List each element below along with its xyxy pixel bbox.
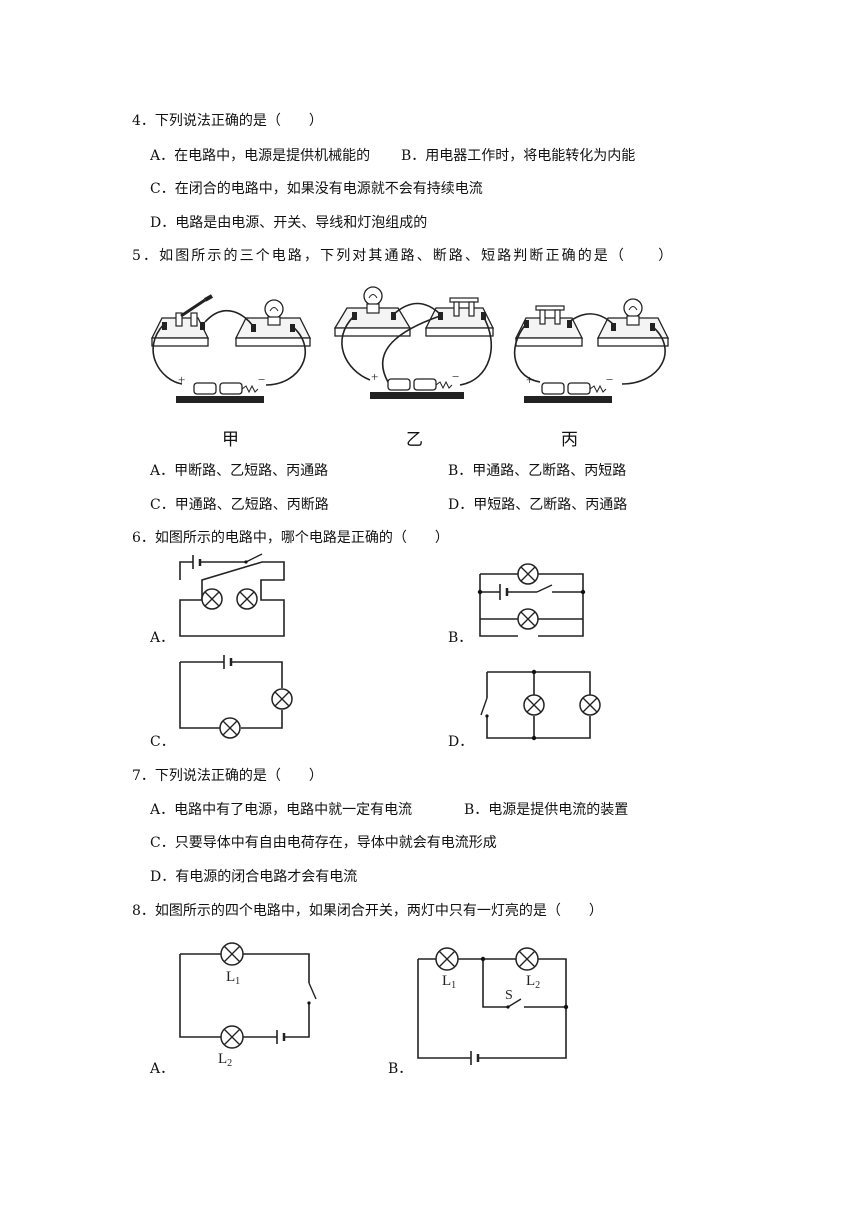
q5-option-b: B．甲通路、乙断路、丙短路 bbox=[448, 463, 627, 479]
q4-stem: 4．下列说法正确的是（ ） bbox=[132, 113, 323, 129]
q4-option-c: C．在闭合的电路中，如果没有电源就不会有持续电流 bbox=[150, 181, 483, 197]
q6-circuit-b bbox=[477, 563, 586, 637]
svg-text:+: + bbox=[178, 372, 185, 387]
svg-text:L1: L1 bbox=[442, 973, 456, 991]
q5-caption-bing: 丙 bbox=[561, 430, 578, 450]
q6-label-d: D． bbox=[448, 734, 474, 750]
q7-option-b: B．电源是提供电流的装置 bbox=[464, 802, 629, 818]
q6-circuit-c bbox=[179, 655, 293, 739]
q8b-switch-label: S bbox=[505, 988, 513, 1003]
q5-circuit-jia: + − bbox=[150, 294, 312, 403]
q8a-lamp1-sub: 1 bbox=[235, 976, 240, 987]
q8b-lamp1-sub: 1 bbox=[451, 980, 456, 991]
q5-circuit-figure: + − + − bbox=[150, 286, 670, 403]
q8b-lamp2-sub: 2 bbox=[535, 980, 540, 991]
q8-circuit-a: L1 L2 bbox=[179, 942, 317, 1069]
q7-option-c: C．只要导体中有自由电荷存在，导体中就会有电流形成 bbox=[150, 835, 497, 851]
q6-circuit-d bbox=[480, 669, 601, 741]
svg-text:L2: L2 bbox=[526, 973, 540, 991]
q6-stem: 6．如图所示的电路中，哪个电路是正确的（ ） bbox=[132, 530, 449, 546]
q7-option-d: D．有电源的闭合电路才会有电流 bbox=[150, 869, 358, 885]
q4-option-a: A．在电路中，电源是提供机械能的 bbox=[150, 148, 371, 164]
q6-label-b: B． bbox=[448, 630, 473, 646]
q4-option-b: B．用电器工作时，将电能转化为内能 bbox=[401, 148, 636, 164]
q8a-lamp2-sub: 2 bbox=[227, 1058, 232, 1069]
q8-label-b: B． bbox=[388, 1061, 413, 1077]
q8a-lamp2-label: L bbox=[218, 1051, 227, 1067]
q8-label-a: A． bbox=[150, 1061, 175, 1077]
q5-option-c: C．甲通路、乙短路、丙断路 bbox=[150, 497, 329, 513]
svg-text:−: − bbox=[258, 372, 265, 387]
q8a-lamp1-label: L bbox=[226, 969, 235, 985]
svg-text:+: + bbox=[371, 369, 378, 384]
q4-option-d: D．电路是由电源、开关、导线和灯泡组成的 bbox=[150, 215, 428, 231]
svg-text:−: − bbox=[452, 369, 459, 384]
q8b-lamp2-label: L bbox=[526, 973, 535, 989]
q8-circuit-b: L1 L2 S bbox=[417, 947, 569, 1065]
q6-label-c: C． bbox=[150, 734, 175, 750]
q8b-lamp1-label: L bbox=[442, 973, 451, 989]
q5-caption-jia: 甲 bbox=[222, 430, 239, 450]
q5-circuit-yi: + − bbox=[333, 286, 495, 399]
q6-label-a: A． bbox=[150, 630, 175, 646]
q5-option-d: D．甲短路、乙断路、丙通路 bbox=[448, 497, 628, 513]
svg-text:L1: L1 bbox=[226, 969, 240, 987]
q5-stem: 5．如图所示的三个电路，下列对其通路、断路、短路判断正确的是（ ） bbox=[132, 248, 675, 264]
q7-option-a: A．电路中有了电源，电路中就一定有电流 bbox=[150, 802, 413, 818]
q6-circuit-a bbox=[179, 553, 285, 637]
svg-text:+: + bbox=[526, 372, 533, 387]
q5-option-a: A．甲断路、乙短路、丙通路 bbox=[150, 463, 329, 479]
q8-stem: 8．如图所示的四个电路中，如果闭合开关，两灯中只有一灯亮的是（ ） bbox=[132, 903, 603, 919]
svg-text:−: − bbox=[606, 372, 613, 387]
q5-circuit-bing: + − bbox=[513, 298, 670, 403]
q5-caption-yi: 乙 bbox=[406, 430, 423, 450]
svg-text:L2: L2 bbox=[218, 1051, 232, 1069]
q7-stem: 7．下列说法正确的是（ ） bbox=[132, 768, 323, 784]
